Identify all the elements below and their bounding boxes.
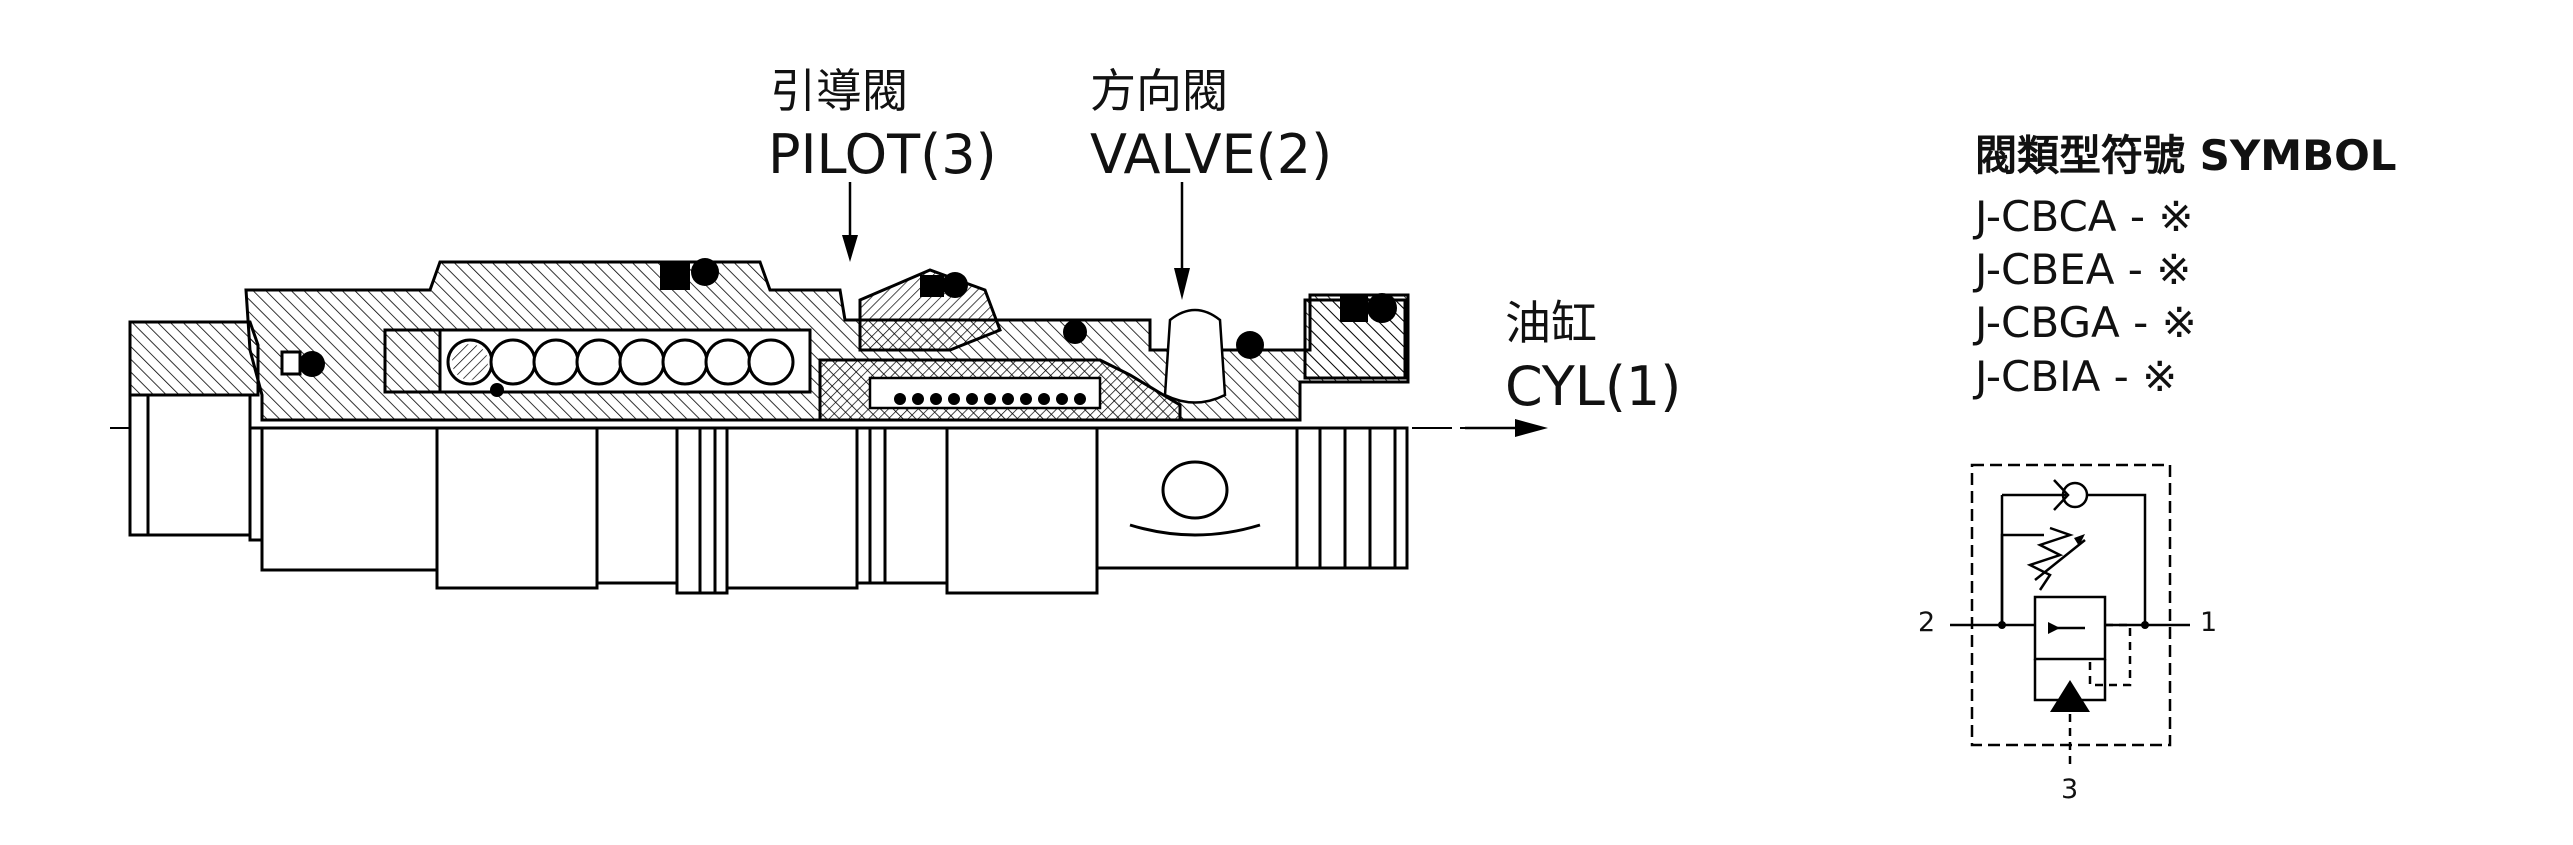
valve-label-en: VALVE(2) [1090, 123, 1333, 186]
valve-exterior [128, 393, 1409, 595]
symbol-fills [1998, 534, 2149, 712]
seals [299, 258, 1397, 397]
symbol-title: 閥類型符號 SYMBOL [1975, 131, 2397, 180]
valve-arrow-head [1174, 268, 1190, 300]
hydraulic-symbol [1950, 463, 2190, 770]
cyl-label-en: CYL(1) [1505, 355, 1682, 418]
cyl-label-cn: 油缸 [1505, 296, 1597, 350]
port-label-2: 2 [1918, 607, 1936, 638]
pilot-triangle [2050, 680, 2090, 712]
spring-guide [383, 328, 442, 394]
model-code: J-CBEA - ※ [1975, 245, 2192, 294]
pilot-arrow-head [842, 235, 858, 262]
side-port [1161, 460, 1229, 520]
flow-passage [1163, 308, 1227, 404]
pilot-label-en: PILOT(3) [768, 123, 997, 186]
model-code: J-CBGA - ※ [1975, 298, 2197, 347]
model-code: J-CBCA - ※ [1975, 192, 2194, 241]
pilot-spring [894, 393, 1086, 405]
port-label-3: 3 [2061, 774, 2079, 805]
valve-label-cn: 方向閥 [1090, 64, 1228, 118]
cyl-arrow-head [1515, 419, 1548, 437]
model-code: J-CBIA - ※ [1975, 352, 2178, 401]
grooves [146, 395, 1397, 593]
pilot-label-cn: 引導閥 [770, 64, 908, 118]
port-label-1: 1 [2200, 607, 2218, 638]
